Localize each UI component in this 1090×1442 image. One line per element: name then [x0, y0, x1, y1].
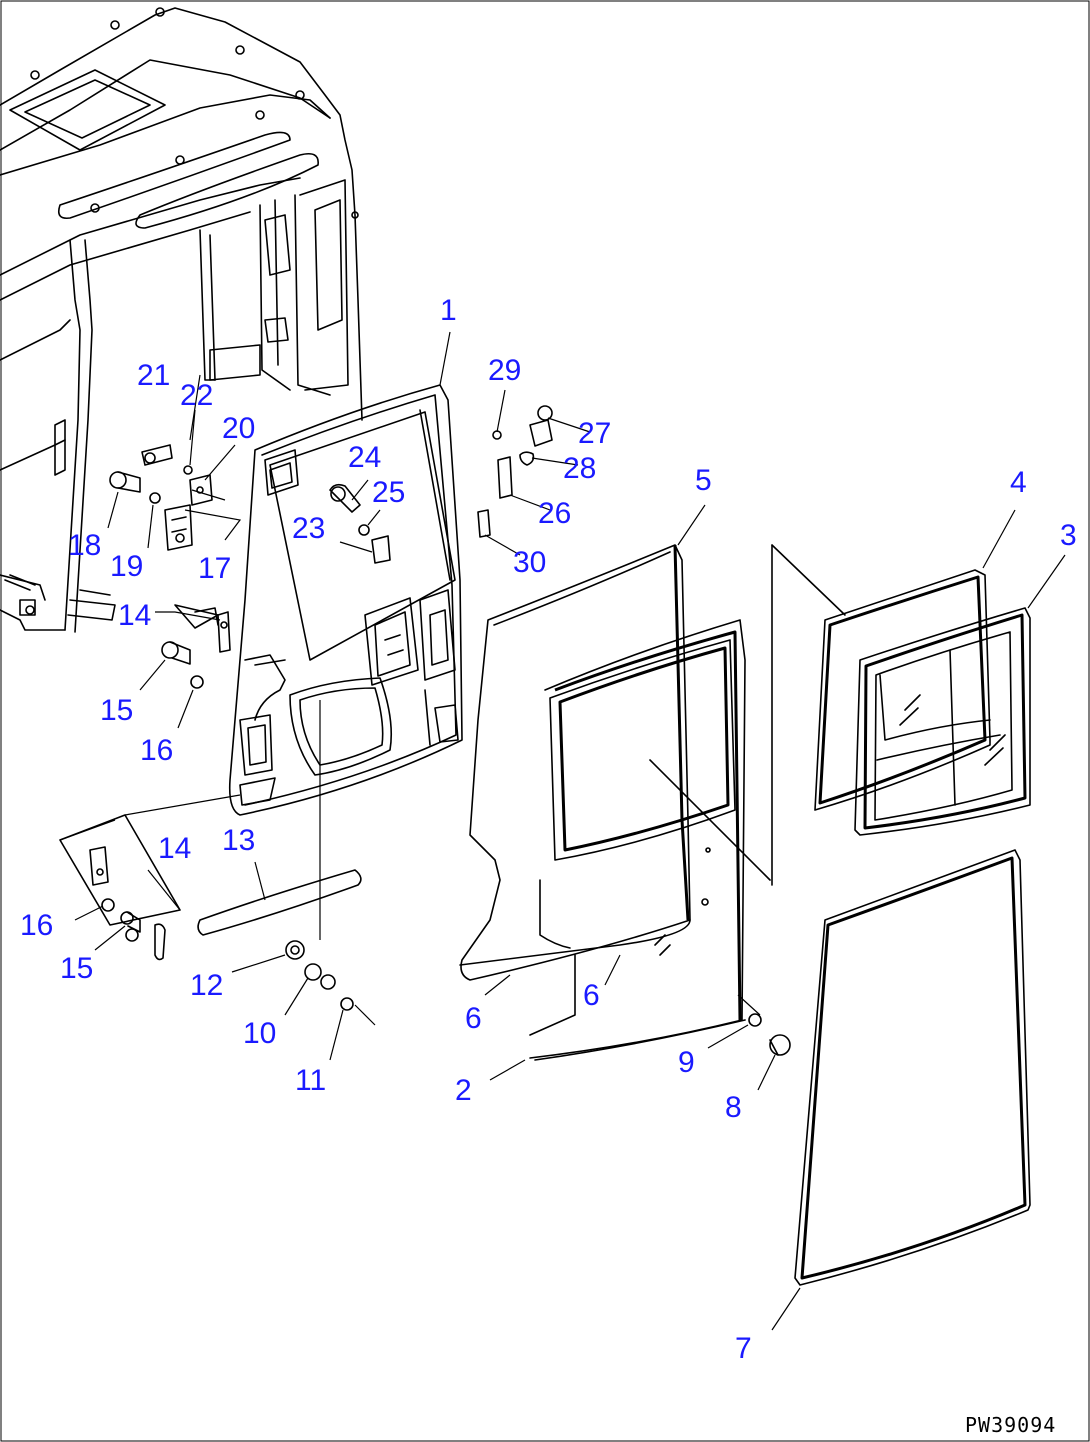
- callout-23: 23: [292, 512, 325, 545]
- callout-1: 1: [440, 294, 457, 327]
- upper-window-glass: [771, 544, 1031, 886]
- callout-15b: 15: [60, 952, 93, 985]
- callout-27: 27: [578, 417, 611, 450]
- callout-15a: 15: [100, 694, 133, 727]
- callout-13: 13: [222, 824, 255, 857]
- callout-21: 21: [137, 359, 170, 392]
- callout-6a: 6: [465, 1002, 482, 1035]
- callout-11: 11: [295, 1064, 326, 1097]
- callout-26: 26: [538, 497, 571, 530]
- callout-2: 2: [455, 1074, 472, 1107]
- drawing-code: PW39094: [965, 1413, 1056, 1437]
- callout-19: 19: [110, 550, 143, 583]
- callout-10: 10: [243, 1017, 276, 1050]
- callout-22: 22: [180, 379, 213, 412]
- callout-16a: 16: [140, 734, 173, 767]
- callout-8: 8: [725, 1091, 742, 1124]
- callout-9: 9: [678, 1046, 695, 1079]
- callout-7: 7: [735, 1332, 752, 1365]
- callout-12: 12: [190, 969, 223, 1002]
- cab-body: [0, 7, 363, 633]
- leader-lines: [59, 331, 1066, 1331]
- callout-17: 17: [198, 552, 231, 585]
- door-glass-panel: [459, 544, 771, 1061]
- callout-18: 18: [68, 529, 101, 562]
- callout-16b: 16: [20, 909, 53, 942]
- callout-14a: 14: [118, 599, 151, 632]
- callout-25: 25: [372, 476, 405, 509]
- callout-20: 20: [222, 412, 255, 445]
- door-frame: [228, 384, 463, 816]
- callout-24: 24: [348, 441, 381, 474]
- callout-30: 30: [513, 546, 546, 579]
- callout-14b: 14: [158, 832, 191, 865]
- callout-28: 28: [563, 452, 596, 485]
- callout-6b: 6: [583, 979, 600, 1012]
- callout-3: 3: [1060, 519, 1077, 552]
- callout-29: 29: [488, 354, 521, 387]
- callout-4: 4: [1010, 466, 1027, 499]
- callout-labels: 1 2 3 4 5 6 6 7 8 9 10 11 12 13 14 14 15…: [20, 294, 1077, 1365]
- lower-windshield-glass: [794, 849, 1031, 1286]
- callout-5: 5: [695, 464, 712, 497]
